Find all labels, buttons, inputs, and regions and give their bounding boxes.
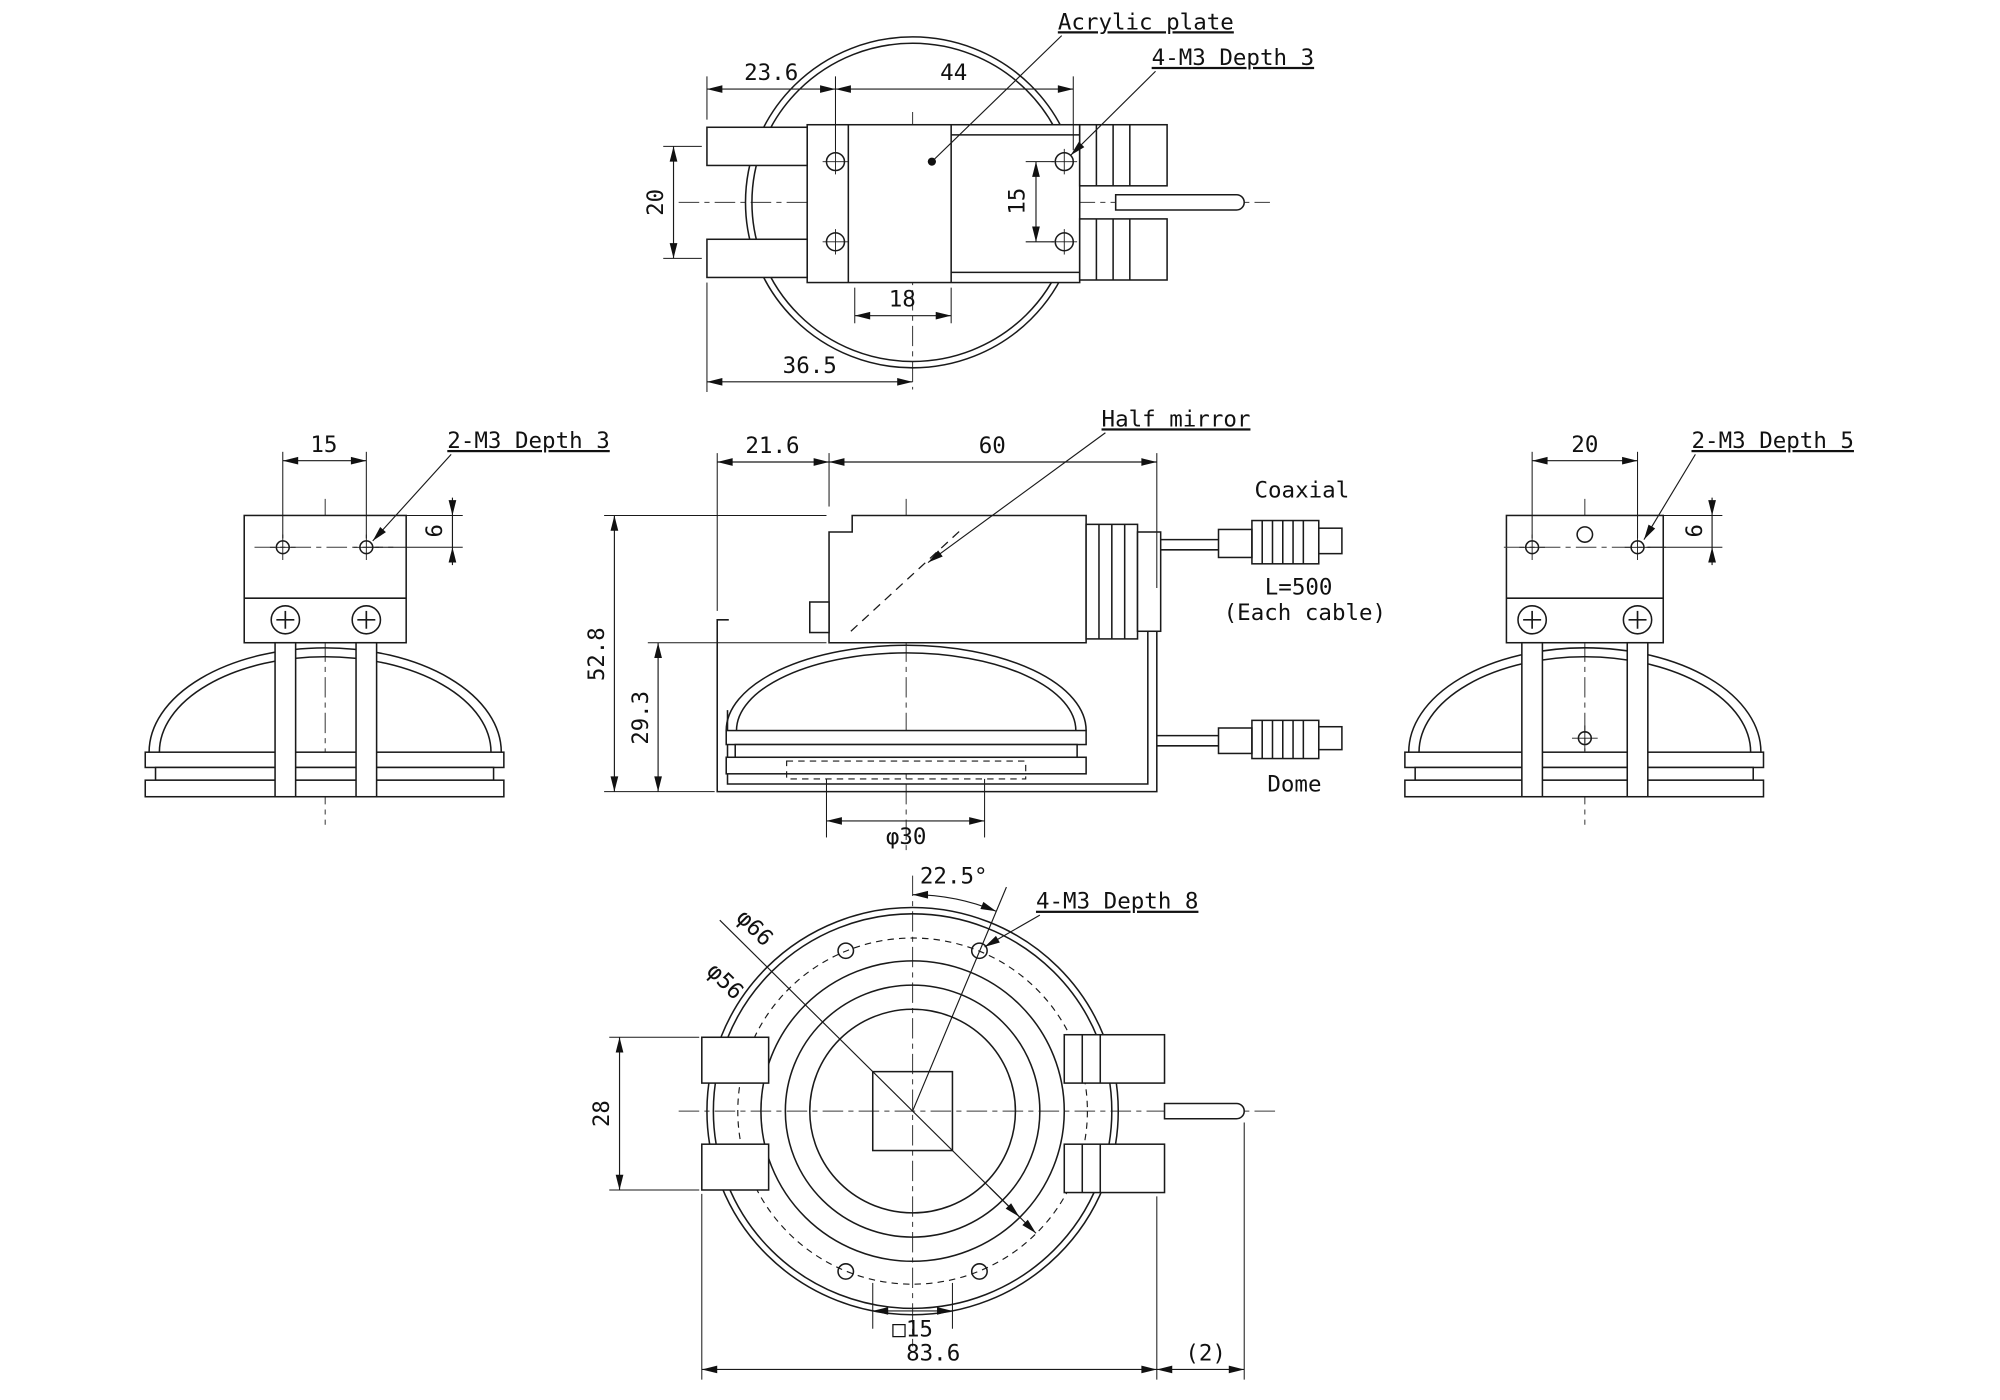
label-acrylic-plate: Acrylic plate (1058, 9, 1234, 35)
dim-20: 20 (1571, 432, 1598, 458)
dim-15: 15 (310, 432, 337, 458)
dimensions-bottom: 22.5° 4-M3 Depth 8 φ66 φ56 28 □15 83.6 (… (589, 863, 1245, 1380)
cable (1114, 193, 1245, 211)
label-screws-right: 2-M3 Depth 5 (1692, 428, 1854, 454)
label-each-cable: (Each cable) (1224, 600, 1386, 626)
dim-6: 6 (422, 524, 448, 537)
dim-sq-15: □15 (892, 1316, 933, 1342)
hidden-aperture (786, 760, 1027, 780)
bracket-outline (701, 1033, 1245, 1194)
coaxial-cable (1160, 519, 1343, 565)
bolt-circle (737, 937, 1088, 1285)
label-screws-bottom: 4-M3 Depth 8 (1036, 889, 1198, 915)
dome-outline (1404, 647, 1765, 798)
view-bottom: 22.5° 4-M3 Depth 8 φ66 φ56 28 □15 83.6 (… (589, 863, 1276, 1380)
dim-angle: 22.5° (920, 863, 988, 889)
dimensions-top: 23.6 44 20 15 18 36.5 Acrylic plate 4-M3… (643, 9, 1314, 392)
dim-83-6: 83.6 (906, 1341, 960, 1367)
dome-outline (144, 647, 505, 798)
label-cable-length: L=500 (1265, 574, 1333, 600)
dim-60: 60 (979, 433, 1006, 459)
label-screws-top: 4-M3 Depth 3 (1152, 45, 1314, 71)
dimensions-left: 15 2-M3 Depth 3 6 (282, 428, 610, 566)
dome-outline (725, 644, 1087, 780)
body-outline (808, 514, 1162, 644)
half-mirror-line (850, 528, 962, 632)
dim-29-3: 29.3 (628, 691, 654, 745)
dome-cable (1156, 719, 1343, 760)
dim-6: 6 (1682, 524, 1708, 537)
label-half-mirror: Half mirror (1102, 406, 1251, 432)
view-top: 23.6 44 20 15 18 36.5 Acrylic plate 4-M3… (643, 9, 1314, 392)
dim-20: 20 (643, 189, 669, 216)
dim-15: 15 (1004, 188, 1030, 215)
dim-dia-30: φ30 (886, 824, 927, 850)
dim-44: 44 (940, 60, 967, 86)
dim-52-8: 52.8 (584, 627, 610, 681)
label-dome: Dome (1267, 772, 1321, 798)
view-side-left: 15 2-M3 Depth 3 6 (144, 428, 610, 825)
dim-18: 18 (889, 287, 916, 313)
dimensions-right: 20 2-M3 Depth 5 6 (1531, 428, 1854, 566)
dim-36-5: 36.5 (783, 353, 837, 379)
dim-dia-66: φ66 (731, 905, 778, 952)
body-outline (706, 123, 1245, 284)
dimensions-front: 21.6 60 52.8 29.3 φ30 Half mirror Coaxia… (584, 406, 1386, 849)
dim-21-6: 21.6 (745, 433, 799, 459)
cable (1163, 1102, 1245, 1120)
label-coaxial: Coaxial (1254, 478, 1349, 504)
dim-2: (2) (1185, 1341, 1226, 1367)
view-front: 21.6 60 52.8 29.3 φ30 Half mirror Coaxia… (584, 406, 1386, 851)
center-aperture-square (871, 1070, 954, 1152)
label-screws-left: 2-M3 Depth 3 (447, 428, 609, 454)
dim-28: 28 (589, 1100, 615, 1127)
dim-23-6: 23.6 (744, 60, 798, 86)
view-side-right: 20 2-M3 Depth 5 6 (1404, 428, 1854, 825)
